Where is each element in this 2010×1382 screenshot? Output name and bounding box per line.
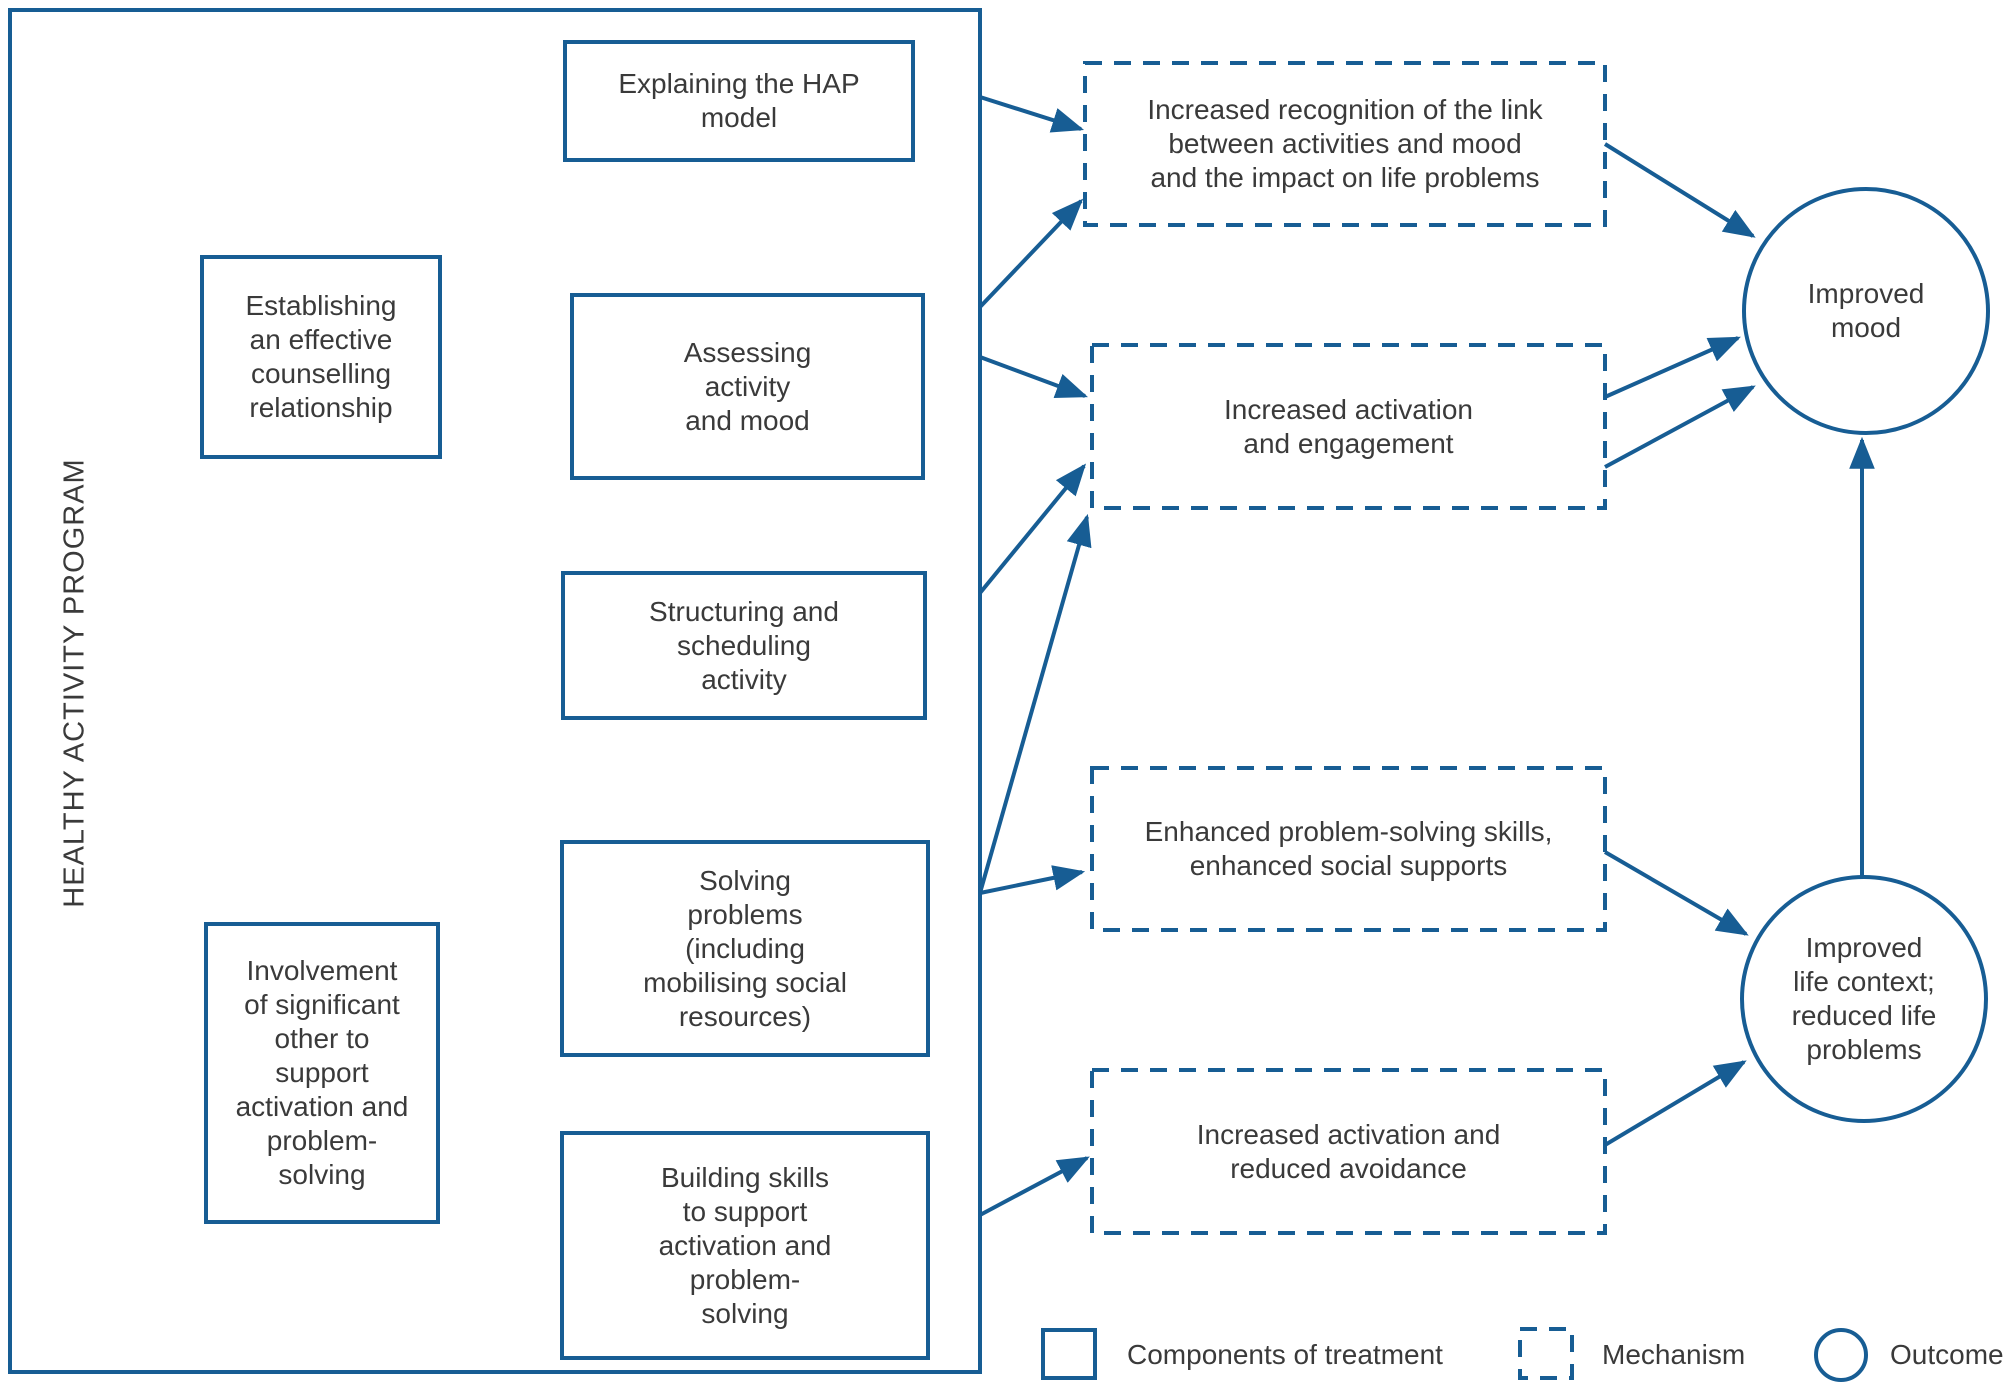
arrow-structuring-to-activation-engagement [978, 463, 1087, 595]
arrow-explaining-to-recognition [979, 95, 1085, 133]
arrow-assessing-to-activation-engagement [979, 355, 1088, 398]
arrow-activation-engagement-to-improved-mood-lower [1604, 385, 1756, 469]
mechanism-increased-activation-engagement-box [1090, 343, 1607, 510]
component-explaining-hap-model-box [563, 40, 915, 162]
hap-program-container-box [8, 8, 982, 1374]
outcome-improved-mood-label: Improved mood [1807, 278, 1925, 343]
component-structuring-scheduling-activity-box [561, 571, 927, 720]
component-solving-problems-box [560, 840, 930, 1057]
component-building-skills-box [560, 1131, 930, 1360]
arrow-reduced-avoidance-to-improved-life [1603, 1060, 1747, 1147]
arrow-solving-to-activation-engagement [978, 513, 1092, 894]
legend-mechanism-label: Mechanism [1602, 1339, 1746, 1370]
outcome-improved-life-context-circle [1740, 875, 1988, 1123]
legend-components-label: Components of treatment [1127, 1339, 1443, 1370]
arrow-solving-to-problem-solving-skills [979, 865, 1086, 895]
outcome-improved-mood-circle [1742, 187, 1990, 435]
outcome-improved-life-context-label: Improved life context; reduced life prob… [1791, 932, 1937, 1065]
arrow-assessing-to-recognition [978, 198, 1084, 309]
legend-outcome-label: Outcome [1890, 1339, 2004, 1370]
legend-outcome-swatch [1814, 1328, 1868, 1382]
component-establishing-counselling-relationship-label: Establishing an effective counselling re… [245, 290, 397, 423]
mechanism-increased-activation-engagement-label: Increased activation and engagement [1223, 393, 1474, 459]
hap-program-label: HEALTHY ACTIVITY PROGRAM [58, 458, 91, 908]
component-explaining-hap-model-label: Explaining the HAP model [618, 68, 860, 133]
arrow-recognition-to-improved-mood [1603, 142, 1756, 238]
mechanism-enhanced-problem-solving-label: Enhanced problem-solving skills, enhance… [1144, 816, 1553, 881]
component-involvement-significant-other-box [204, 922, 440, 1224]
component-establishing-counselling-relationship-box [200, 255, 442, 459]
mechanism-increased-activation-reduced-avoidance-label: Increased activation and reduced avoidan… [1196, 1118, 1501, 1184]
component-structuring-scheduling-activity-label: Structuring and scheduling activity [649, 595, 839, 695]
arrow-building-to-reduced-avoidance [979, 1156, 1090, 1217]
arrow-problem-solving-to-improved-life [1603, 850, 1749, 936]
mechanism-increased-recognition-box [1083, 61, 1607, 227]
mechanism-increased-activation-reduced-avoidance-box [1090, 1068, 1607, 1235]
component-solving-problems-label: Solving problems (including mobilising s… [643, 864, 847, 1032]
component-assessing-activity-mood-label: Assessing activity and mood [683, 336, 812, 436]
arrow-activation-engagement-to-improved-mood-upper [1604, 336, 1741, 399]
mechanism-enhanced-problem-solving-box [1090, 766, 1607, 932]
component-assessing-activity-mood-box [570, 293, 925, 480]
component-involvement-significant-other-label: Involvement of significant other to supp… [235, 955, 409, 1190]
legend-components-swatch [1041, 1328, 1097, 1380]
mechanism-increased-recognition-label: Increased recognition of the link betwee… [1147, 94, 1543, 193]
legend-mechanism-swatch [1518, 1327, 1574, 1380]
component-building-skills-label: Building skills to support activation an… [658, 1161, 832, 1329]
